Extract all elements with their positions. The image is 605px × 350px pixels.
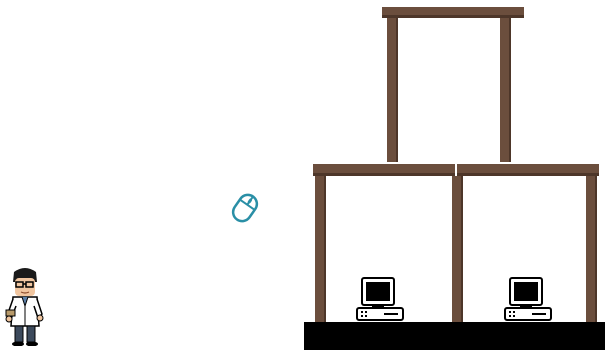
- lower-post-1: [315, 176, 326, 322]
- ground: [304, 322, 605, 350]
- scientist-character-icon: [4, 266, 46, 346]
- computer-icon: [504, 277, 552, 321]
- upper-post-right: [500, 18, 511, 162]
- top-beam: [382, 7, 524, 18]
- middle-beam-right: [457, 164, 599, 176]
- lower-post-2: [452, 176, 463, 322]
- lower-post-3: [586, 176, 597, 322]
- middle-beam-left: [313, 164, 455, 176]
- upper-post-left: [387, 18, 398, 162]
- computer-icon: [356, 277, 404, 321]
- mouse-icon[interactable]: [228, 191, 262, 225]
